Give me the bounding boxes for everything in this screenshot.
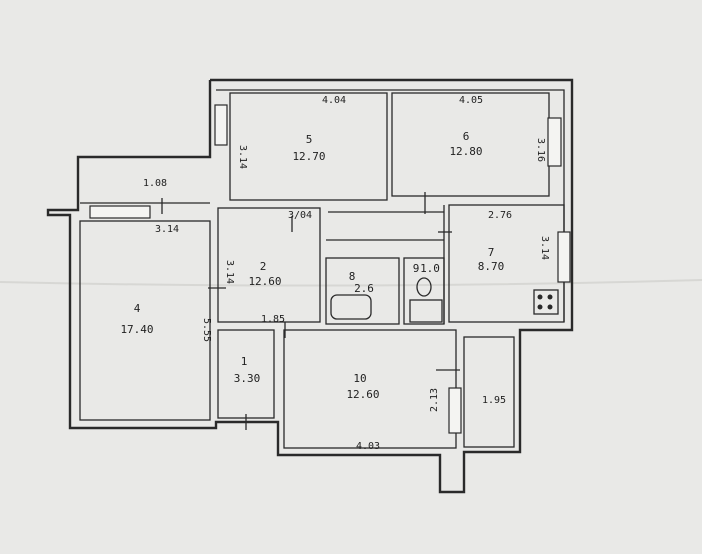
room-5-area: 12.70: [292, 150, 325, 163]
dim-room-7-width: 2.76: [488, 210, 512, 221]
dim-corridor: 3/04: [288, 210, 312, 221]
room-4-number: 4: [134, 302, 141, 315]
dim-room-5-width: 4.04: [322, 95, 346, 106]
room-7-number: 7: [488, 246, 495, 259]
room-1-number: 1: [241, 355, 248, 368]
window-room-7: [557, 231, 571, 283]
dim-room-6-width: 4.05: [459, 95, 483, 106]
room-6-area: 12.80: [449, 145, 482, 158]
room-4-outline: [79, 220, 211, 421]
windows: [89, 104, 571, 434]
room-2-area: 12.60: [248, 275, 281, 288]
stove-burner-icon: [537, 304, 543, 310]
dim-balcony-width: 3.14: [155, 224, 179, 235]
stove-icon: [533, 289, 559, 315]
dim-room-6-depth: 3.16: [535, 138, 546, 162]
room-2-outline: [217, 207, 321, 323]
dim-room-2-width: 1.85: [261, 314, 285, 325]
room-8-area: 2.6: [354, 282, 374, 295]
room-4-area: 17.40: [120, 323, 153, 336]
room-loggia-outline: [463, 336, 515, 448]
dim-balcony-depth: 1.08: [143, 178, 167, 189]
window-room-6: [547, 117, 562, 167]
room-5-outline: [229, 92, 388, 201]
fixtures: [330, 277, 559, 323]
room-6-number: 6: [463, 130, 470, 143]
dim-room-4-depth: 5.55: [201, 318, 212, 342]
toilet-icon: [409, 299, 443, 323]
room-8-number: 8: [349, 270, 356, 283]
dim-room-10-depth: 2.13: [429, 388, 440, 412]
window-balcony: [89, 205, 151, 219]
room-7-area: 8.70: [478, 260, 505, 273]
toilet-bowl-icon: [416, 277, 432, 297]
dim-room-2-depth: 3.14: [224, 260, 235, 284]
dim-room-5-depth: 3.14: [237, 145, 248, 169]
dim-room-10-width: 4.03: [356, 441, 380, 452]
room-9-area: 1.0: [420, 262, 440, 275]
paper-fold-line: [0, 279, 702, 287]
window-room-5: [214, 104, 228, 146]
window-room-10: [448, 387, 462, 434]
dimension-labels: 4.04 4.05 3.14 3.16 1.08 3.14 3/04 2.76 …: [143, 95, 550, 452]
stove-burner-icon: [537, 294, 543, 300]
dim-loggia-width: 1.95: [482, 395, 506, 406]
room-8-outline: [325, 257, 400, 325]
room-2-number: 2: [260, 260, 267, 273]
stove-burner-icon: [547, 304, 553, 310]
room-9-number: 9: [413, 262, 420, 275]
room-5-number: 5: [306, 133, 313, 146]
room-labels: 5 12.70 6 12.80 7 8.70 2 12.60 4 17.40 1…: [120, 130, 504, 401]
dim-room-7-depth: 3.14: [539, 236, 550, 260]
room-10-area: 12.60: [346, 388, 379, 401]
stove-burner-icon: [547, 294, 553, 300]
door-marks: [161, 192, 460, 430]
room-10-number: 10: [353, 372, 366, 385]
room-1-area: 3.30: [234, 372, 261, 385]
bathtub-icon: [330, 294, 372, 320]
